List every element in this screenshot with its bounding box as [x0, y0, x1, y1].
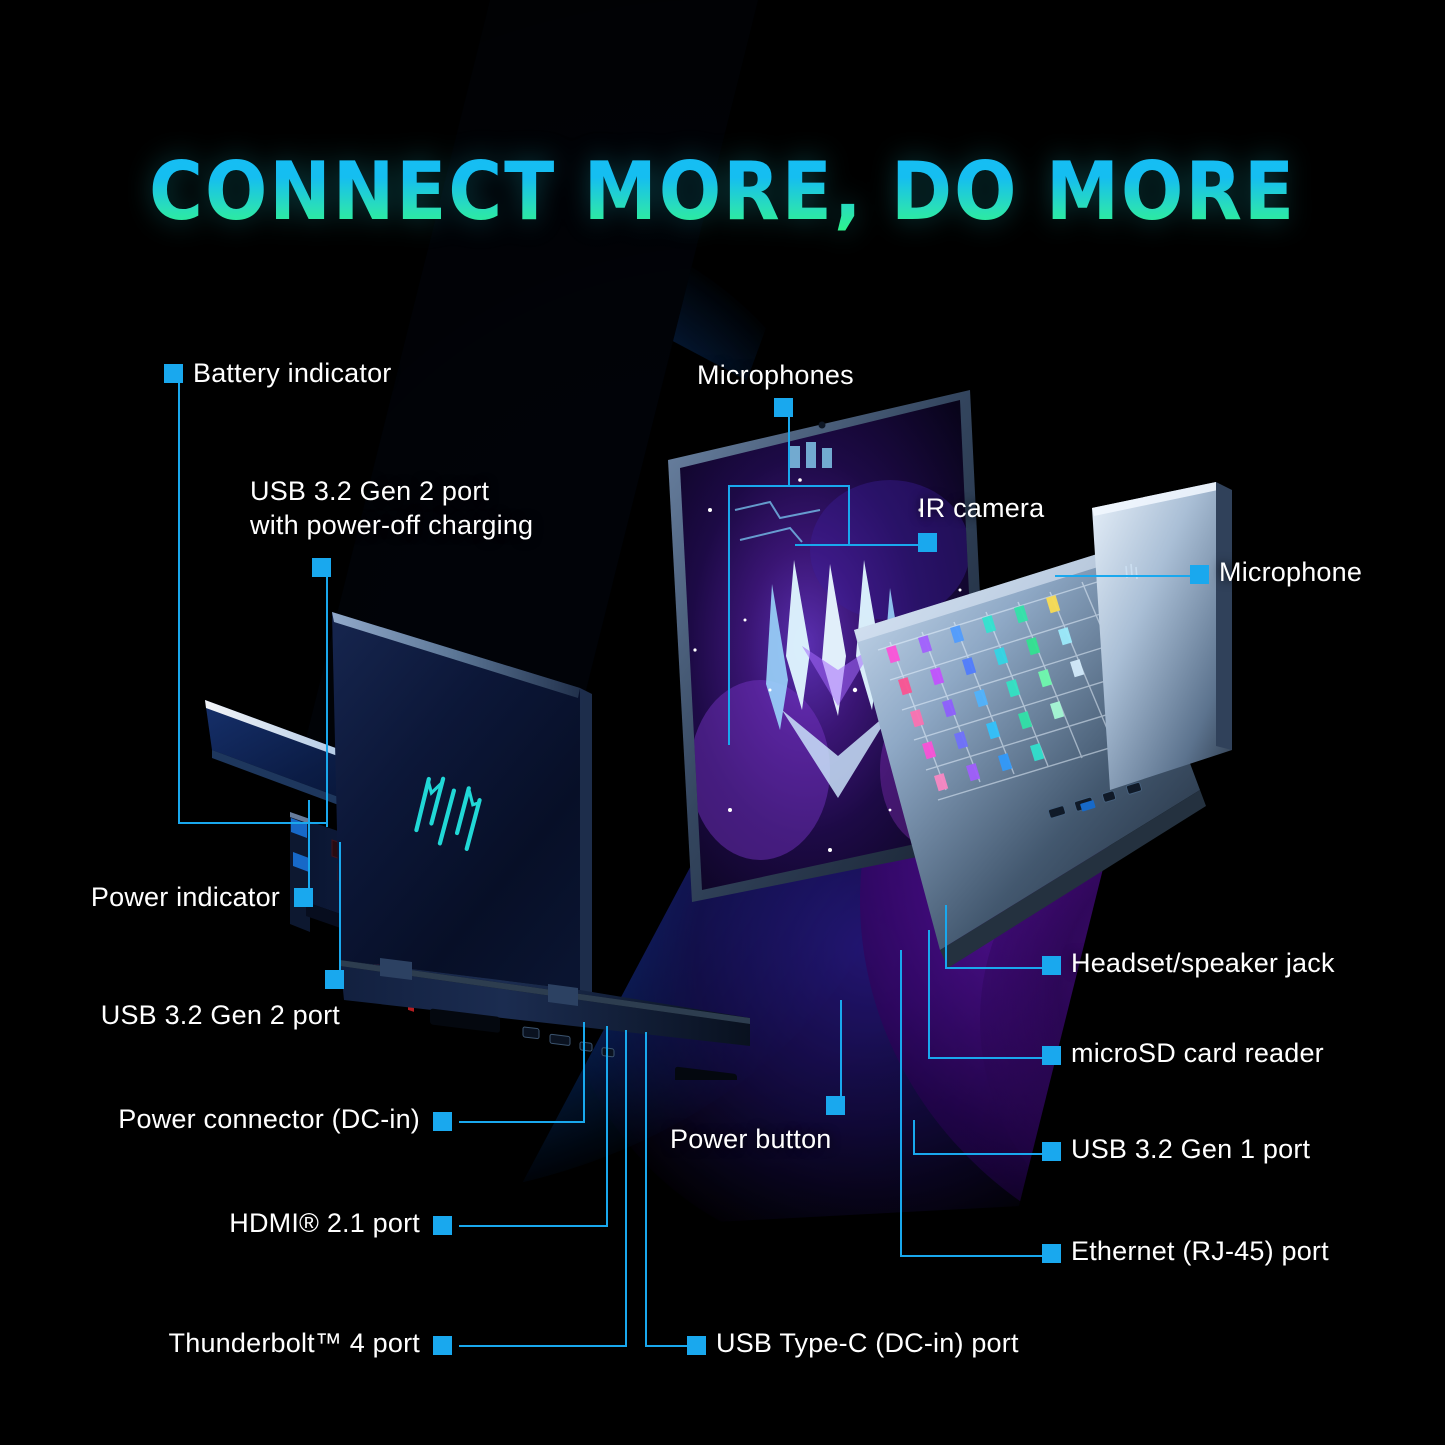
callout-label-thunderbolt-4: Thunderbolt™ 4 port — [168, 1328, 420, 1358]
callout-node-microphones[interactable] — [774, 398, 793, 417]
leader-mic-left — [728, 485, 730, 745]
callout-node-headset-speaker-jack[interactable] — [1042, 956, 1061, 975]
callout-node-usb-type-c-dc-in[interactable] — [687, 1336, 706, 1355]
callout-label-battery-indicator: Battery indicator — [193, 358, 392, 388]
leader-typec-v — [645, 1032, 647, 1346]
callout-label-microsd-card-reader: microSD card reader — [1071, 1038, 1324, 1068]
callout-label-microphone: Microphone — [1219, 557, 1363, 587]
page-title: CONNECT MORE, DO MORE — [58, 152, 1387, 232]
leader-hdmi-v — [606, 1026, 608, 1226]
callout-label-usb-32-gen2: USB 3.2 Gen 2 port — [100, 1000, 340, 1030]
leader-typec-h — [645, 1345, 692, 1347]
usb-port-blue-right — [1080, 800, 1096, 812]
ir-camera-lens — [818, 421, 826, 429]
leader-ir-camera — [795, 544, 920, 546]
leader-tb4-h — [459, 1345, 627, 1347]
callout-label-usb-type-c-dc-in: USB Type-C (DC-in) port — [716, 1328, 1019, 1358]
leader-power-indicator — [308, 800, 310, 892]
leader-microsd-v — [928, 930, 930, 1057]
leader-mic-v — [788, 417, 790, 485]
predator-logo — [414, 776, 482, 851]
leader-tb4-v — [625, 1030, 627, 1346]
callout-label-power-indicator: Power indicator — [90, 882, 280, 912]
callout-node-ethernet-rj45[interactable] — [1042, 1244, 1061, 1263]
leader-microphone — [1055, 575, 1192, 577]
callout-node-power-button[interactable] — [826, 1096, 845, 1115]
leader-power-connector-v — [583, 1022, 585, 1122]
leader-mic-right — [848, 485, 850, 545]
leader-usb-gen1-v — [913, 1120, 915, 1153]
callout-label-usb-32-gen1: USB 3.2 Gen 1 port — [1071, 1134, 1311, 1164]
right-edge-ports — [1047, 781, 1143, 819]
callout-node-usb-32-gen2-poc[interactable] — [312, 558, 331, 577]
laptop-center-closed-lid — [332, 612, 750, 1080]
callout-label-headset-speaker-jack: Headset/speaker jack — [1071, 948, 1335, 978]
leader-power-connector-h — [459, 1121, 585, 1123]
leader-battery — [178, 383, 180, 823]
leader-usb-gen1-h — [913, 1153, 1045, 1155]
callout-node-power-connector[interactable] — [433, 1112, 452, 1131]
callout-node-hdmi-21[interactable] — [433, 1216, 452, 1235]
callout-label-power-connector: Power connector (DC-in) — [118, 1104, 420, 1134]
leader-headset-h — [945, 967, 1045, 969]
callout-label-hdmi-21: HDMI® 2.1 port — [229, 1208, 420, 1238]
leader-headset-v — [945, 905, 947, 967]
leader-battery-h — [178, 822, 326, 824]
leader-power-button — [840, 1000, 842, 1102]
callout-node-power-indicator[interactable] — [294, 888, 313, 907]
callout-label-power-button: Power button — [670, 1124, 832, 1154]
callout-node-ir-camera[interactable] — [918, 533, 937, 552]
callout-node-usb-32-gen2[interactable] — [325, 970, 344, 989]
leader-hdmi-h — [459, 1225, 608, 1227]
laptop-lid-right — [1092, 482, 1232, 790]
leader-ethernet-v — [900, 950, 902, 1255]
laptop-right-open — [668, 390, 1232, 968]
callout-label-usb-32-gen2-poc: USB 3.2 Gen 2 port with power-off chargi… — [250, 476, 534, 540]
leader-microsd-h — [928, 1057, 1045, 1059]
callout-node-battery-indicator[interactable] — [164, 364, 183, 383]
leader-usb-gen2 — [339, 842, 341, 974]
callout-label-microphones: Microphones — [697, 360, 854, 390]
callout-node-thunderbolt-4[interactable] — [433, 1336, 452, 1355]
leader-mic-bracket — [728, 485, 850, 487]
callout-node-usb-32-gen1[interactable] — [1042, 1142, 1061, 1161]
callout-label-ir-camera: IR camera — [918, 493, 1045, 523]
callout-node-microsd-card-reader[interactable] — [1042, 1046, 1061, 1065]
callout-node-microphone[interactable] — [1190, 565, 1209, 584]
leader-ethernet-h — [900, 1255, 1045, 1257]
callout-label-ethernet-rj45: Ethernet (RJ-45) port — [1071, 1236, 1329, 1266]
leader-usb-poc — [326, 577, 328, 827]
